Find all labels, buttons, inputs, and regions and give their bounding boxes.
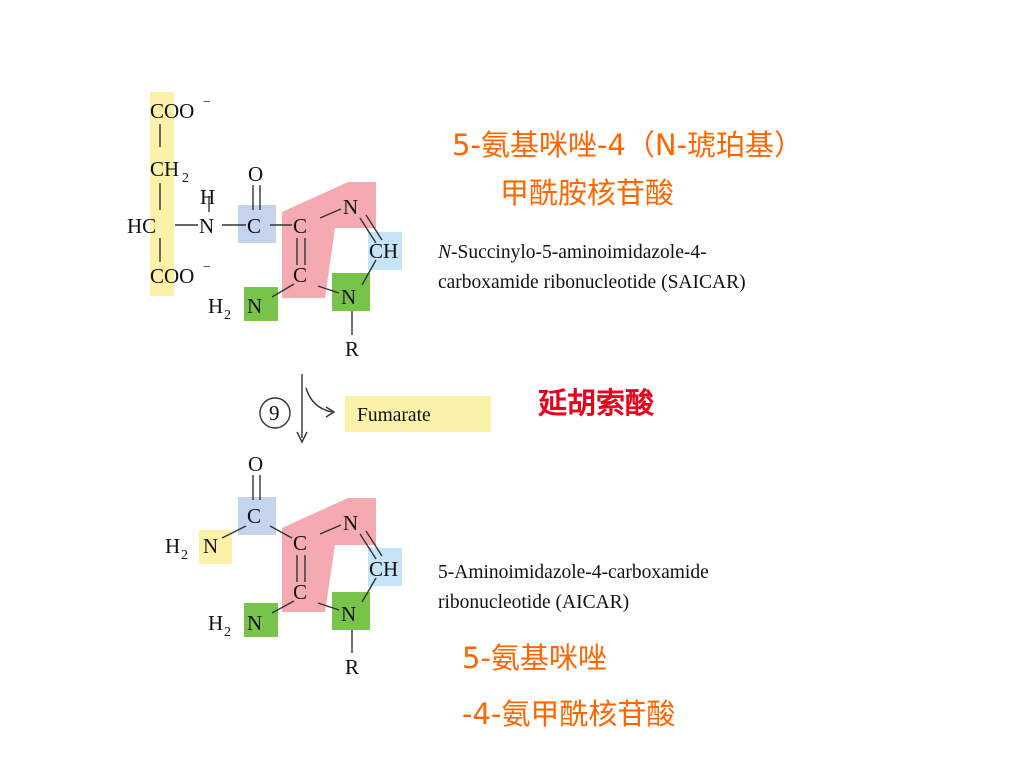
aicar-structure: O C H 2 N C N CH C N H 2 N R: [165, 452, 402, 679]
amide-h-label: H: [165, 534, 180, 558]
amine-highlight: [244, 287, 278, 321]
ring-n3-label: N: [343, 195, 358, 219]
charge-bottom-label: −: [203, 260, 211, 275]
bottom-ring-c5-label: C: [293, 580, 307, 604]
succinyl-highlight: [150, 92, 174, 296]
ring-c-highlight: [282, 182, 376, 298]
saicar-structure: COO − CH 2 H HC N C O C N CH C N COO − H…: [127, 92, 402, 361]
ribose-r-label: R: [345, 337, 359, 361]
coo-label: COO: [150, 99, 194, 123]
bottom-ring-n1-label: N: [341, 602, 356, 626]
saicar-english-line1: N-Succinylo-5-aminoimidazole-4-: [437, 242, 707, 263]
bottom-amine-highlight: [244, 603, 278, 637]
charge-label: −: [203, 95, 211, 110]
nh-h-label: H: [200, 185, 215, 209]
bottom-carbonyl-highlight: [238, 497, 276, 535]
bottom-amine-n-label: N: [247, 611, 262, 635]
ring-n-bottom-highlight: [332, 273, 370, 311]
step-number: 9: [269, 401, 280, 425]
saicar-chinese-line1: 5-氨基咪唑-4（N-琥珀基）: [452, 128, 803, 162]
side-arrow-head: [325, 406, 336, 418]
ring-c4-label: C: [293, 214, 307, 238]
aicar-chinese-line1: 5-氨基咪唑: [462, 641, 607, 675]
bottom-ring-c-highlight: [282, 498, 376, 612]
ch2-label: CH: [150, 157, 179, 181]
coo-bottom-label: COO: [150, 264, 194, 288]
amide-nh2-n-label: N: [203, 534, 218, 558]
amine-h-label: H: [208, 294, 223, 318]
aicar-english-line2: ribonucleotide (AICAR): [438, 592, 629, 613]
reaction-arrow-head: [296, 431, 308, 444]
amine-subscript: 2: [224, 308, 231, 323]
side-arrow: [305, 387, 333, 413]
bottom-amine-subscript: 2: [224, 625, 231, 640]
amine-n-label: N: [247, 294, 262, 318]
fumarate-highlight: [345, 396, 491, 432]
ring-ch-label: CH: [369, 239, 398, 263]
saicar-english-line1-rest: -Succinylo-5-aminoimidazole-4-: [451, 242, 707, 263]
step-number-circle: [259, 397, 291, 429]
svg-text:CH: CH: [150, 157, 179, 181]
hc-label: HC: [127, 214, 156, 238]
fumarate-chinese-label: 延胡索酸: [537, 386, 655, 420]
aicar-chinese-line2: -4-氨甲酰核苷酸: [462, 697, 675, 731]
svg-text:H: H: [208, 611, 223, 635]
carbonyl-c-label: C: [247, 214, 261, 238]
reaction-step: 9 Fumarate: [259, 374, 491, 444]
bottom-amine-h-label: H: [208, 611, 223, 635]
carbonyl-highlight: [238, 205, 276, 243]
svg-text:H: H: [165, 534, 180, 558]
bottom-carbonyl-c-label: C: [247, 504, 261, 528]
saicar-chinese-line2: 甲酰胺核苷酸: [500, 176, 674, 210]
carbonyl-o-label: O: [248, 162, 263, 186]
italic-n: N: [437, 242, 452, 263]
fumarate-label: Fumarate: [357, 405, 431, 426]
saicar-english-line2: carboxamide ribonucleotide (SAICAR): [438, 272, 746, 293]
bottom-ring-n3-label: N: [343, 511, 358, 535]
ch2-subscript: 2: [182, 171, 189, 186]
svg-text:COO: COO: [150, 264, 194, 288]
bottom-carbonyl-o-label: O: [248, 452, 263, 476]
amide-n-label: N: [199, 214, 214, 238]
svg-text:COO: COO: [150, 99, 194, 123]
svg-text:H: H: [208, 294, 223, 318]
aicar-english-line1: 5-Aminoimidazole-4-carboxamide: [438, 562, 709, 583]
ring-c5-label: C: [293, 263, 307, 287]
ring-n1-label: N: [341, 285, 356, 309]
bottom-ring-ch-label: CH: [369, 557, 398, 581]
bottom-ring-c4-label: C: [293, 531, 307, 555]
bottom-ribose-r-label: R: [345, 655, 359, 679]
amide-subscript: 2: [181, 548, 188, 563]
